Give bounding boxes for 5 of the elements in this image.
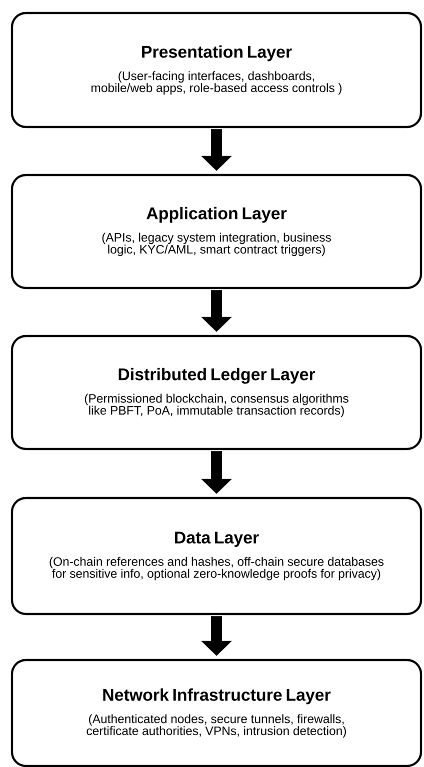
layer-box: Network Infrastructure Layer (Authenticated nodes, secure tunnels, firewalls, certificate authorities, VPNs, intrusion detection) xyxy=(10,658,422,767)
layer-box: Distributed Ledger Layer (Permissioned blockchain, consensus algorithms like PBFT, PoA, immutable transaction records) xyxy=(10,334,422,450)
layer-box: Application Layer (APIs, legacy system integration, business logic, KYC/AML, smart contract triggers) xyxy=(10,174,422,290)
layer-box: Data Layer (On-chain references and hashes, off-chain secure databases for sensitive info, optional zero-knowledge proofs for privacy) xyxy=(10,496,422,616)
layer-box: Presentation Layer (User-facing interfaces, dashboards, mobile/web apps, role-based access controls ) xyxy=(10,12,422,128)
